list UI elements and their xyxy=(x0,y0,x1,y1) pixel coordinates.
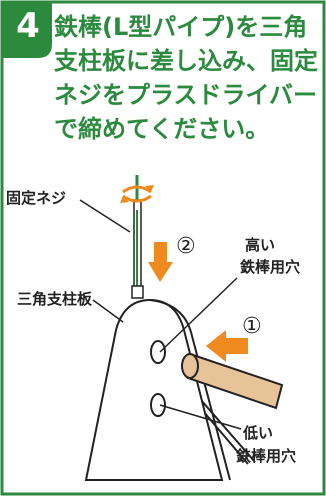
step-number-text: 4 xyxy=(16,6,40,46)
label-triangle-board: 三角支柱板 xyxy=(17,290,93,308)
label-high-hole-1: 高い xyxy=(245,236,276,254)
instruction-line-2: 支柱板に差し込み、固定 xyxy=(54,47,318,75)
label-low-hole-1: 低い xyxy=(243,424,274,442)
arrow-down-icon xyxy=(148,242,173,282)
high-pipe-hole xyxy=(150,340,166,364)
leader-fixing-screw xyxy=(79,199,131,233)
step-marker-tighten: ② xyxy=(176,234,196,259)
leader-triangle-board xyxy=(92,299,124,323)
fixing-screw xyxy=(131,175,144,299)
step-badge xyxy=(2,2,52,58)
triangle-board xyxy=(84,298,224,481)
leader-low-hole xyxy=(159,404,242,430)
instruction-line-3: ネジをプラスドライバー xyxy=(54,81,318,109)
triangle-board-edge xyxy=(149,299,231,481)
l-type-pipe xyxy=(181,353,284,410)
label-high-hole-2: 鉄棒用穴 xyxy=(240,258,301,276)
instruction-line-4: で締めてください。 xyxy=(54,115,270,143)
leader-high-hole xyxy=(159,277,238,353)
instruction-line-1: 鉄棒(L型パイプ)を三角 xyxy=(54,13,308,41)
label-fixing-screw: 固定ネジ xyxy=(6,189,67,207)
rotation-arrow-icon xyxy=(120,185,154,203)
arrow-left-icon xyxy=(206,330,248,362)
label-low-hole-2: 鉄棒用穴 xyxy=(236,447,297,465)
low-pipe-hole xyxy=(150,393,166,417)
step-marker-insert: ① xyxy=(242,314,262,339)
